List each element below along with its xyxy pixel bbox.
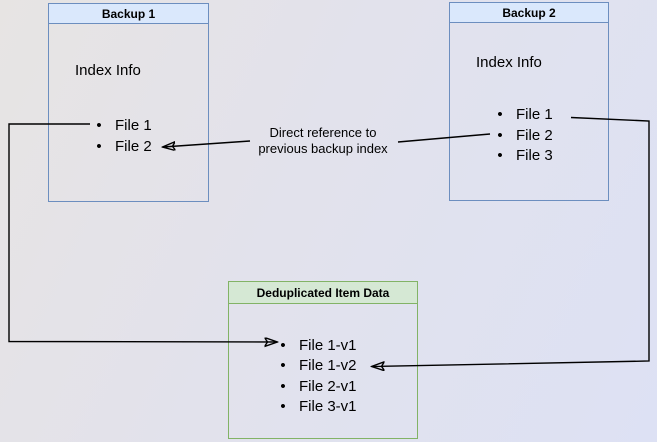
file-label: File 1-v1 — [299, 337, 357, 354]
bullet-icon: • — [497, 106, 503, 123]
file-label: File 3-v1 — [299, 398, 357, 416]
list-item: • File 3-v1 — [277, 397, 357, 417]
backup1-box: Backup 1 Index Info • File 1 • File 2 — [48, 3, 209, 202]
bullet-icon: • — [96, 117, 102, 134]
file-label: File 1 — [516, 106, 553, 123]
edge-label: Direct reference to previous backup inde… — [238, 125, 408, 156]
file-label: File 1 — [115, 117, 152, 134]
bullet-icon: • — [497, 147, 503, 164]
list-item: • File 1-v2 — [277, 356, 357, 376]
file-label: File 1-v2 — [299, 357, 357, 375]
file-label: File 2 — [516, 126, 553, 144]
backup2-file-list: • File 1 • File 2 • File 3 — [494, 105, 553, 167]
list-item: • File 1 — [494, 105, 553, 126]
bullet-icon: • — [96, 138, 102, 155]
list-item: • File 2-v1 — [277, 377, 357, 397]
list-item: • File 2 — [93, 136, 152, 157]
file-label: File 3 — [516, 147, 553, 164]
bullet-icon: • — [280, 357, 286, 375]
list-item: • File 1 — [93, 115, 152, 136]
backup1-title: Backup 1 — [49, 4, 208, 24]
list-item: • File 2 — [494, 126, 553, 147]
list-item: • File 1-v1 — [277, 336, 357, 356]
backup1-file-list: • File 1 • File 2 — [93, 115, 152, 157]
bullet-icon: • — [280, 377, 286, 395]
backup1-subtitle: Index Info — [75, 62, 141, 79]
backup2-subtitle: Index Info — [476, 54, 542, 71]
edge-label-line2: previous backup index — [258, 140, 388, 156]
bullet-icon: • — [280, 337, 286, 354]
dedup-box: Deduplicated Item Data • File 1-v1 • File … — [228, 281, 418, 439]
backup2-box: Backup 2 Index Info • File 1 • File 2 • Fil… — [449, 2, 609, 201]
file-label: File 2 — [115, 138, 152, 155]
bullet-icon: • — [497, 126, 503, 144]
edge-label-line1: Direct reference to — [269, 125, 377, 140]
dedup-title: Deduplicated Item Data — [229, 282, 417, 304]
file-label: File 2-v1 — [299, 377, 357, 395]
list-item: • File 3 — [494, 146, 553, 167]
dedup-file-list: • File 1-v1 • File 1-v2 • File 2-v1 • File 3… — [277, 336, 357, 418]
backup2-title: Backup 2 — [450, 3, 608, 23]
bullet-icon: • — [280, 398, 286, 416]
